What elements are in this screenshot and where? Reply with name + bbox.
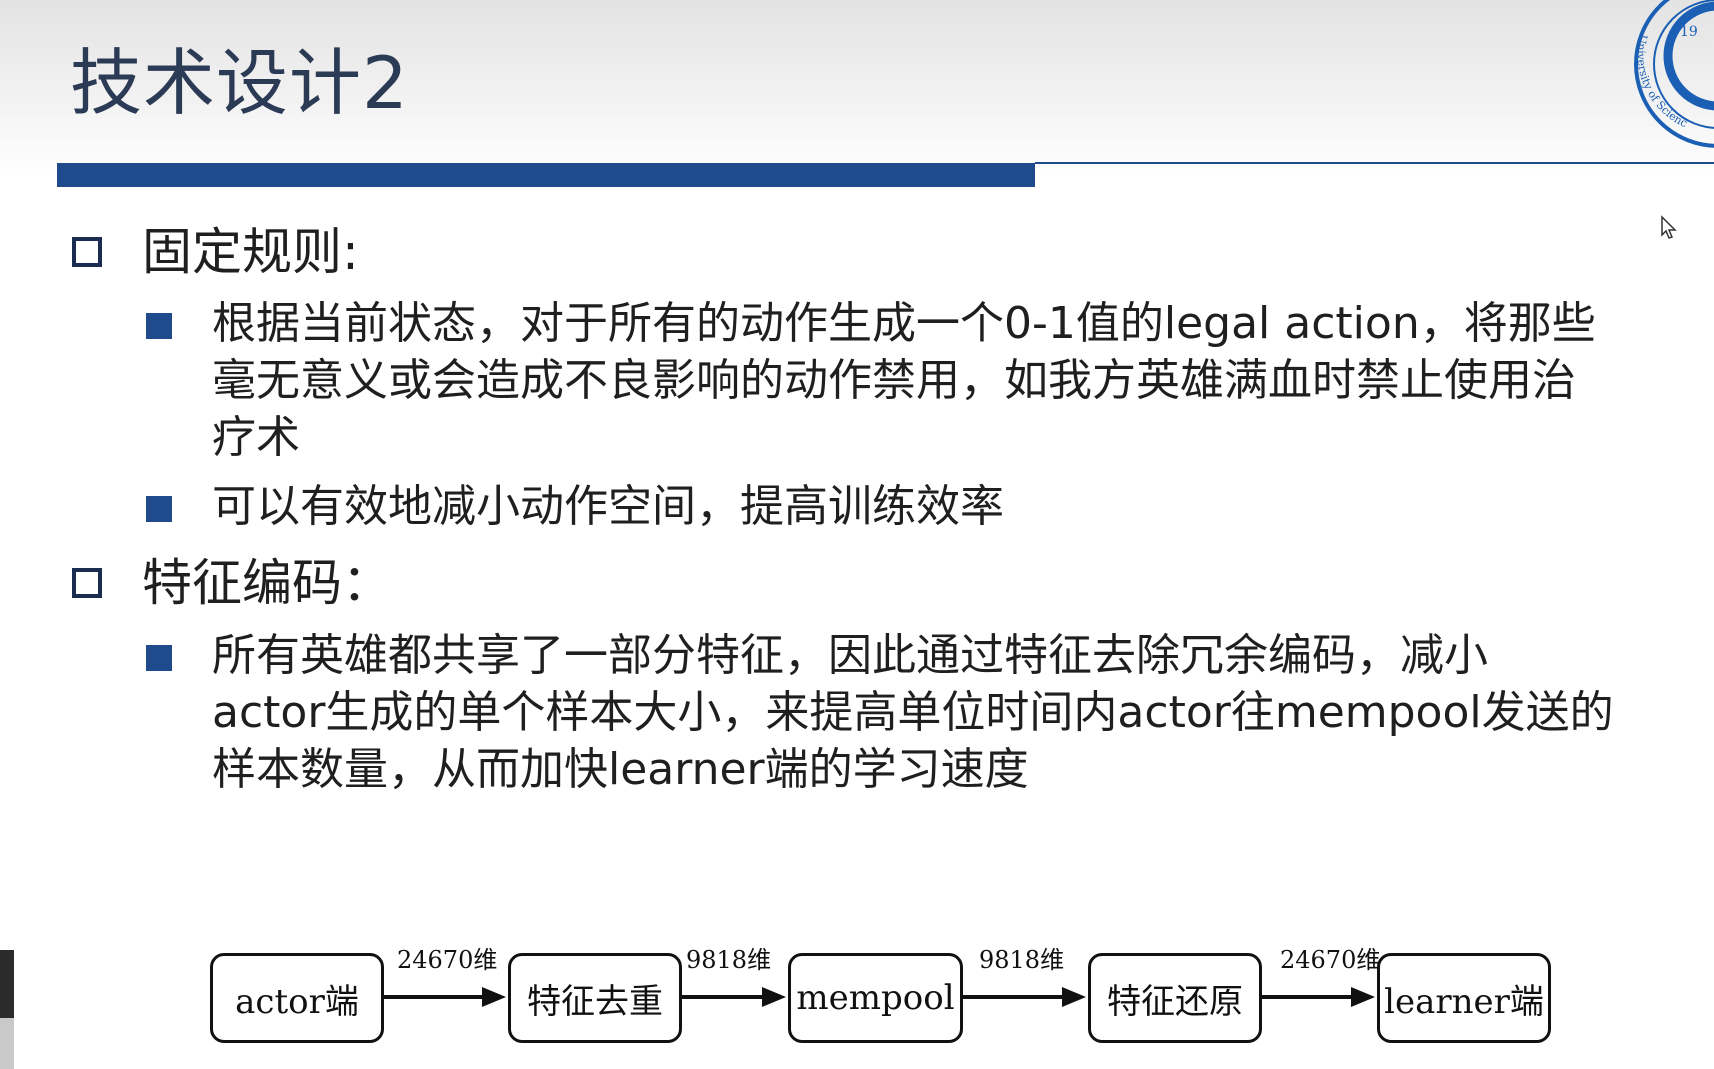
bullet-line: 根据当前状态，对于所有的动作生成一个0-1值的legal action，将那些 (212, 298, 1596, 349)
title-underline (1035, 162, 1714, 164)
bullet-line: 所有英雄都共享了一部分特征，因此通过特征去除冗余编码，减小 (212, 630, 1488, 681)
bullet-line: 样本数量，从而加快learner端的学习速度 (212, 744, 1029, 795)
flow-arrow-icon (963, 987, 1086, 1007)
flow-arrow-icon (682, 987, 786, 1007)
filled-square-bullet-icon (146, 496, 172, 522)
hollow-square-bullet-icon (72, 237, 102, 267)
flow-node-actor: actor端 (210, 953, 384, 1043)
slide-title: 技术设计2 (70, 41, 409, 125)
flow-edge-label: 9818维 (686, 946, 772, 974)
bullet-line: actor生成的单个样本大小，来提高单位时间内actor往mempool发送的 (212, 687, 1614, 738)
bullet-line: 疗术 (212, 412, 300, 463)
filled-square-bullet-icon (146, 313, 172, 339)
pipeline-flow-diagram: actor端 特征去重 mempool 特征还原 learner端 24670维… (0, 930, 1714, 1069)
flow-node-mempool: mempool (788, 953, 963, 1043)
flow-node-restore: 特征还原 (1088, 953, 1262, 1043)
bullet-text: 可以有效地减小动作空间，提高训练效率 (212, 478, 1004, 535)
bullet-line: 可以有效地减小动作空间，提高训练效率 (212, 481, 1004, 532)
flow-edge-label: 24670维 (1280, 946, 1381, 974)
hollow-square-bullet-icon (72, 568, 102, 598)
section-heading: 特征编码： (142, 554, 392, 612)
bullet-line: 毫无意义或会造成不良影响的动作禁用，如我方英雄满血时禁止使用治 (212, 355, 1576, 406)
flow-arrow-icon (1262, 987, 1375, 1007)
flow-node-learner: learner端 (1377, 953, 1551, 1043)
section-heading: 固定规则: (142, 223, 359, 281)
svg-text:University of Scienc: University of Scienc (1634, 33, 1689, 130)
bullet-text: 根据当前状态，对于所有的动作生成一个0-1值的legal action，将那些 … (212, 295, 1596, 466)
title-accent-bar (57, 163, 1035, 187)
slide-header-background (0, 0, 1714, 175)
university-logo: 19 University of Scienc (1634, 0, 1714, 148)
logo-arc-text: University of Scienc (1634, 33, 1689, 130)
filled-square-bullet-icon (146, 645, 172, 671)
flow-arrow-icon (384, 987, 506, 1007)
flow-edge-label: 9818维 (979, 946, 1065, 974)
window-edge-strip (0, 1018, 14, 1069)
bullet-text: 所有英雄都共享了一部分特征，因此通过特征去除冗余编码，减小 actor生成的单个… (212, 627, 1614, 798)
flow-edge-label: 24670维 (397, 946, 498, 974)
flow-node-dedup: 特征去重 (508, 953, 682, 1043)
logo-year-text: 19 (1680, 24, 1698, 40)
mouse-cursor-icon (1661, 215, 1677, 239)
